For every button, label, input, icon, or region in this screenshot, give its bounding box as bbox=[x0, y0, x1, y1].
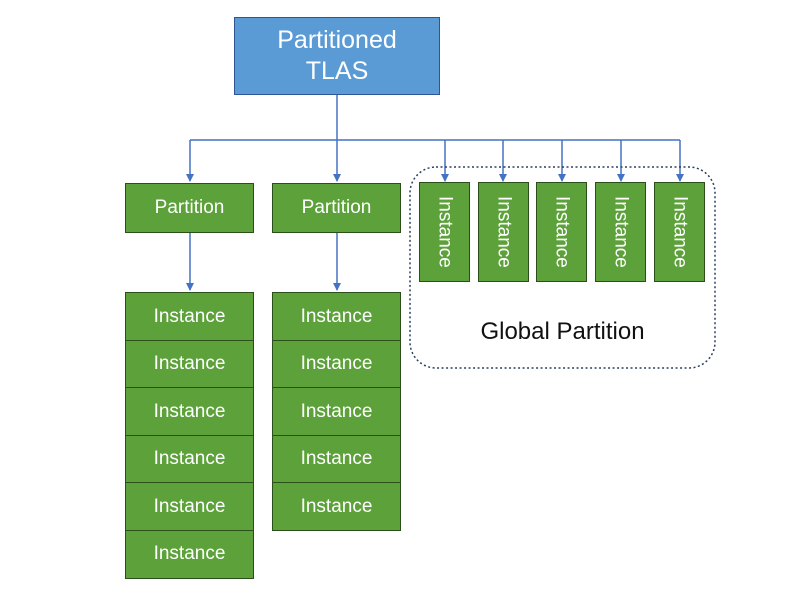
instance-node: Instance bbox=[125, 339, 254, 389]
instance-node: Instance bbox=[125, 434, 254, 484]
partition-1-label: Partition bbox=[154, 197, 225, 218]
instance-label: Instance bbox=[153, 448, 226, 469]
instance-label: Instance bbox=[300, 495, 373, 517]
partition-1-instance-stack: Instance Instance Instance Instance Inst… bbox=[125, 292, 254, 579]
global-instance-label: Instance bbox=[669, 196, 691, 268]
tlas-label-line2: TLAS bbox=[305, 57, 369, 85]
instance-node: Instance bbox=[125, 387, 254, 436]
tlas-label-line1: Partitioned bbox=[277, 26, 397, 54]
instance-label: Instance bbox=[153, 495, 226, 517]
global-instance-label: Instance bbox=[434, 196, 456, 268]
instance-label: Instance bbox=[300, 448, 373, 469]
instance-node: Instance bbox=[272, 292, 401, 341]
instance-node: Instance bbox=[272, 339, 401, 389]
global-instance-node-4: Instance bbox=[595, 182, 646, 282]
instance-label: Instance bbox=[153, 400, 226, 422]
partition-node-2: Partition bbox=[272, 183, 401, 233]
instance-label: Instance bbox=[300, 305, 373, 327]
instance-node: Instance bbox=[272, 387, 401, 436]
partition-2-instance-stack: Instance Instance Instance Instance Inst… bbox=[272, 292, 401, 531]
instance-node: Instance bbox=[272, 482, 401, 531]
instance-node: Instance bbox=[125, 292, 254, 341]
partitioned-tlas-node: Partitioned TLAS bbox=[234, 17, 440, 95]
instance-node: Instance bbox=[125, 482, 254, 531]
global-instance-node-3: Instance bbox=[536, 182, 587, 282]
partition-2-label: Partition bbox=[301, 197, 372, 218]
global-partition-label: Global Partition bbox=[480, 318, 645, 345]
instance-label: Instance bbox=[153, 353, 226, 374]
instance-node: Instance bbox=[272, 434, 401, 484]
global-instance-node-2: Instance bbox=[478, 182, 529, 282]
global-instance-label: Instance bbox=[493, 196, 515, 268]
global-instance-node-5: Instance bbox=[654, 182, 705, 282]
global-instance-node-1: Instance bbox=[419, 182, 470, 282]
global-instance-label: Instance bbox=[610, 196, 632, 268]
global-partition-boundary bbox=[409, 166, 716, 369]
instance-label: Instance bbox=[300, 353, 373, 374]
partition-node-1: Partition bbox=[125, 183, 254, 233]
instance-label: Instance bbox=[300, 400, 373, 422]
instance-label: Instance bbox=[153, 305, 226, 327]
instance-label: Instance bbox=[153, 543, 226, 564]
global-instance-label: Instance bbox=[551, 196, 573, 268]
instance-node: Instance bbox=[125, 529, 254, 579]
